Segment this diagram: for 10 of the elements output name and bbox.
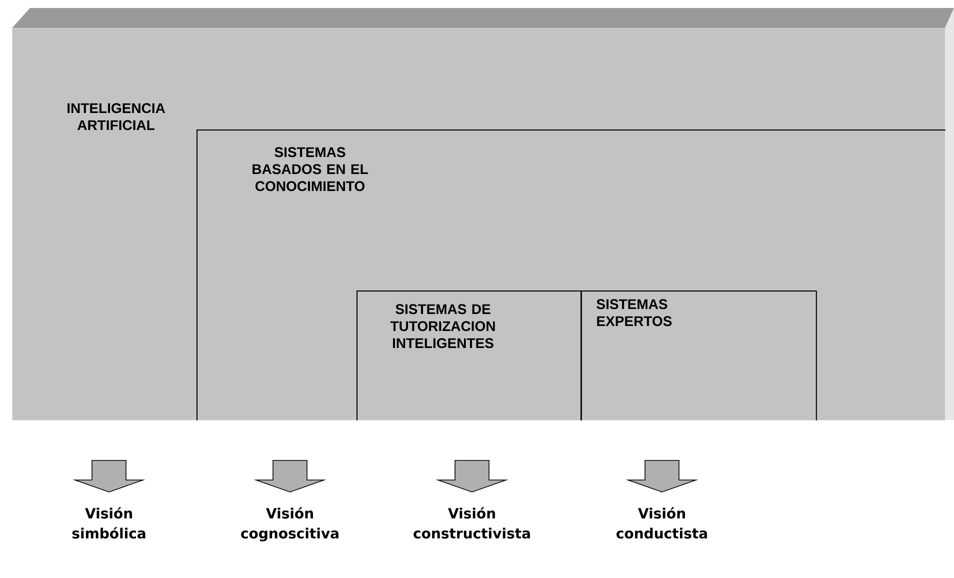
block-arrow	[72, 460, 146, 492]
block-arrow	[626, 460, 698, 492]
caption-text: Visión conductista	[616, 507, 707, 539]
nested-box: SISTEMAS DE TUTORIZACION INTELIGENTES	[356, 290, 582, 421]
block-arrow	[254, 460, 326, 492]
caption-text: Visión simbólica	[72, 507, 146, 539]
block-arrow	[436, 460, 508, 492]
nested-box: SISTEMAS EXPERTOS	[580, 290, 817, 421]
caption-text: Visión cognoscitiva	[241, 507, 338, 542]
caption-text: Visión constructivista	[414, 507, 530, 539]
